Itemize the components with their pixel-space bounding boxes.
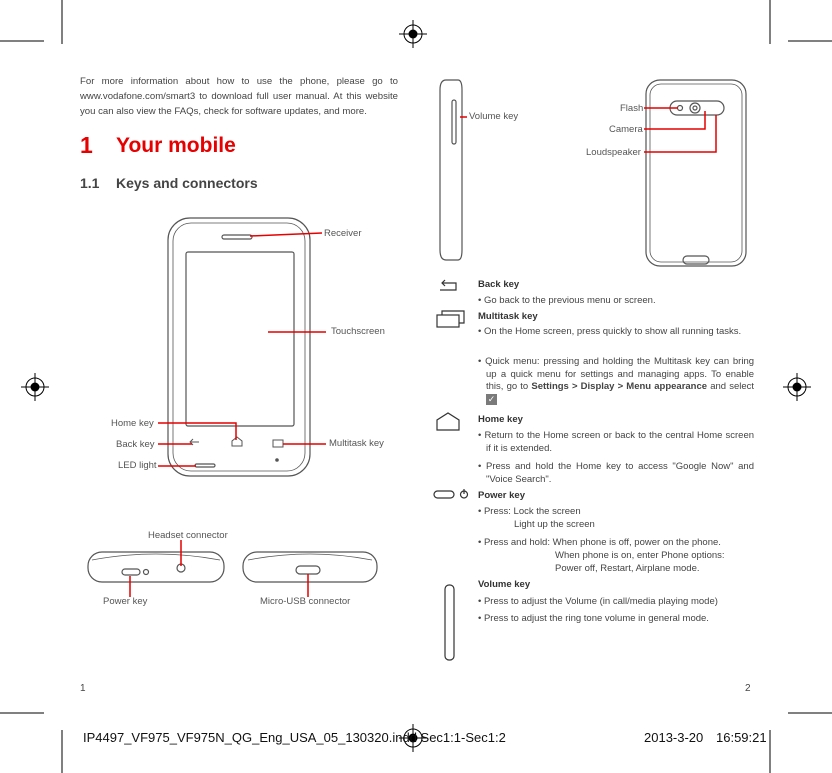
multitask-icon — [436, 310, 465, 328]
multitask-key-bullet-1: • On the Home screen, press quickly to s… — [478, 326, 754, 339]
power-key-bullet-1-text: Press: Lock the screen — [483, 506, 581, 517]
home-key-bullet-2: • Press and hold the Home key to access … — [478, 461, 754, 486]
label-camera: Camera — [609, 124, 643, 135]
home-key-bullet-2-text: Press and hold the Home key to access "G… — [486, 461, 754, 485]
multitask-key-bullet-2-text: Quick menu: pressing and holding the Mul… — [485, 356, 755, 392]
checkmark-icon: ✓ — [486, 393, 497, 405]
back-key-bullet-1: • Go back to the previous menu or screen… — [478, 295, 754, 308]
label-loudspeaker: Loudspeaker — [586, 147, 641, 158]
multitask-key-bullet-2: • Quick menu: pressing and holding the M… — [478, 356, 754, 406]
bullet-glyph: • — [478, 613, 482, 624]
volume-key-icon — [444, 584, 455, 661]
label-touchscreen: Touchscreen — [331, 326, 385, 337]
slug-filename: IP4497_VF975_VF975N_QG_Eng_USA_05_130320… — [83, 730, 506, 745]
power-key-bullet-2-line-2: When phone is on, enter Phone options: — [555, 550, 725, 561]
label-receiver: Receiver — [324, 228, 362, 239]
section-number: 1.1 — [80, 175, 100, 191]
label-home-key: Home key — [111, 418, 154, 429]
multitask-key-bullet-2-tail: and select — [710, 381, 755, 392]
back-arrow-icon — [440, 279, 457, 291]
volume-key-bullet-2: • Press to adjust the ring tone volume i… — [478, 613, 709, 626]
home-key-bullet-1: • Return to the Home screen or back to t… — [478, 430, 754, 455]
label-headset-connector: Headset connector — [148, 530, 228, 541]
back-key-bullet-1-text: Go back to the previous menu or screen. — [483, 295, 656, 306]
callout-lines — [129, 107, 717, 597]
volume-key-bullet-1-text: Press to adjust the Volume (in call/medi… — [483, 596, 718, 607]
volume-key-bullet-2-text: Press to adjust the ring tone volume in … — [483, 613, 709, 624]
bullet-glyph: • — [478, 461, 482, 472]
power-key-bullet-2-line-3: Power off, Restart, Airplane mode. — [555, 563, 700, 574]
power-key-bullet-1-cont: Light up the screen — [514, 519, 595, 530]
chapter-title: Your mobile — [116, 134, 236, 157]
registration-mark-bottom — [399, 724, 427, 752]
registration-mark-top — [399, 20, 427, 48]
registration-mark-left — [21, 373, 49, 401]
multitask-key-bullet-1-text: On the Home screen, press quickly to sho… — [483, 326, 742, 337]
label-back-key: Back key — [116, 439, 155, 450]
page-number-left: 1 — [80, 683, 86, 694]
power-key-bullet-2-text: Press and hold: When phone is off, power… — [483, 537, 721, 548]
registration-mark-right — [783, 373, 811, 401]
bullet-glyph: • — [478, 537, 482, 548]
phone-top-illustration — [87, 551, 225, 583]
intro-paragraph: For more information about how to use th… — [80, 76, 398, 117]
bullet-glyph: • — [478, 506, 482, 517]
slug-date: 2013-3-20 — [644, 730, 704, 745]
bullet-glyph: • — [478, 356, 482, 367]
label-flash: Flash — [620, 103, 644, 114]
home-icon — [436, 412, 460, 431]
chapter-number: 1 — [80, 132, 93, 158]
power-key-icon — [433, 489, 469, 499]
section-title: Keys and connectors — [116, 175, 258, 191]
volume-key-title: Volume key — [478, 579, 531, 590]
label-multitask-key: Multitask key — [329, 438, 384, 449]
label-volume-key: Volume key — [469, 111, 519, 122]
bullet-glyph: • — [478, 326, 482, 337]
back-key-title: Back key — [478, 279, 520, 290]
settings-path: Settings > Display > Menu appearance — [531, 381, 708, 392]
home-key-bullet-1-text: Return to the Home screen or back to the… — [484, 430, 755, 454]
label-power-key: Power key — [103, 596, 148, 607]
power-key-bullet-2: • Press and hold: When phone is off, pow… — [478, 537, 721, 550]
power-key-title: Power key — [478, 490, 525, 501]
power-key-bullet-1: • Press: Lock the screen — [478, 506, 581, 519]
home-key-title: Home key — [478, 414, 523, 425]
label-led-light: LED light — [118, 460, 157, 471]
page-number-right: 2 — [745, 683, 751, 694]
multitask-key-title: Multitask key — [478, 311, 538, 322]
bullet-glyph: • — [478, 295, 482, 306]
bullet-glyph: • — [478, 596, 482, 607]
volume-key-bullet-1: • Press to adjust the Volume (in call/me… — [478, 596, 718, 609]
slug-time: 16:59:21 — [716, 730, 767, 745]
bullet-glyph: • — [478, 430, 482, 441]
phone-side-illustration — [439, 79, 463, 261]
phone-back-illustration — [645, 79, 747, 267]
label-micro-usb-connector: Micro-USB connector — [260, 596, 351, 607]
